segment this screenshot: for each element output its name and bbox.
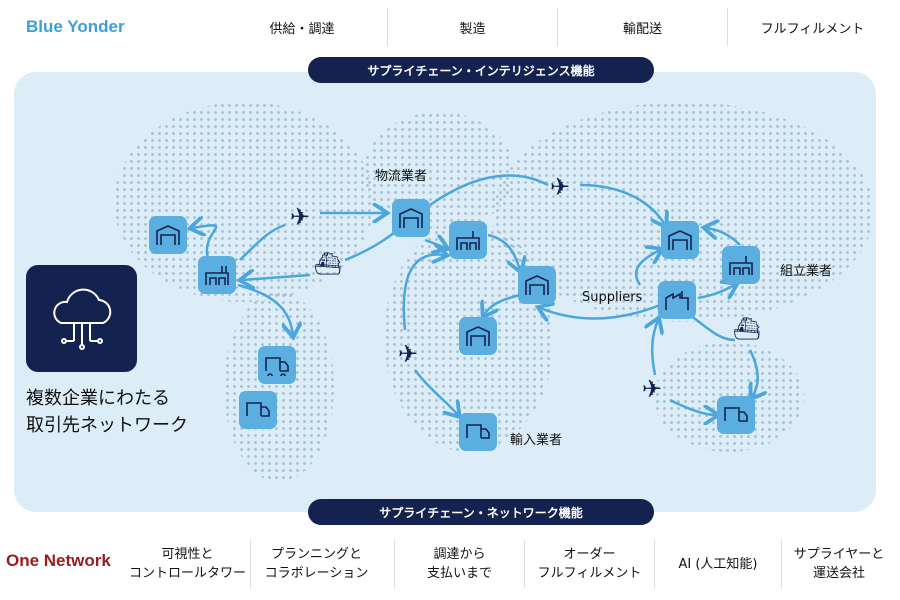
airplane-icon: ✈ [550,173,571,201]
network-line1: 複数企業にわたる [26,388,170,409]
footer-line: サプライヤーと [793,547,885,562]
footer-line: 調達から [433,547,486,562]
footer-line: フルフィルメント [537,566,642,581]
tab-fulfillment[interactable]: フルフィルメント [727,8,897,46]
footer-line: AI (人工知能) [678,556,758,572]
warehouse-icon [518,266,556,304]
footer-line: コラボレーション [264,566,369,581]
factory-icon [722,246,760,284]
footer-line: オーダー [563,547,616,562]
footer-line: 支払いまで [426,566,492,581]
footer-item-procure-to-pay[interactable]: 調達から支払いまで [394,540,524,588]
tab-transport[interactable]: 輸配送 [557,8,727,46]
factory-icon [198,256,236,294]
warehouse-icon [149,216,187,254]
cloud-network-card [26,265,137,372]
ship-icon: ⛴ [733,317,761,342]
truck-icon [717,396,755,434]
truck-icon [239,391,277,429]
blue-yonder-logo: Blue Yonder [26,17,125,36]
airplane-icon: ✈ [642,375,663,403]
one-network-logo: One Network [6,551,111,570]
network-line2: 取引先ネットワーク [26,415,188,436]
logistics-label: 物流業者 [375,169,428,184]
footer-line: コントロールタワー [128,566,246,581]
footer-line: 可視性と [161,547,214,562]
airplane-icon: ✈ [290,203,311,231]
footer-item-suppliers-carriers[interactable]: サプライヤーと運送会社 [781,540,896,588]
factory-icon [658,281,696,319]
cloud-network-icon [53,288,112,350]
tab-supply[interactable]: 供給・調達 [269,21,335,37]
footer-item-planning[interactable]: プランニングとコラボレーション [250,540,382,588]
airplane-icon: ✈ [398,340,419,368]
warehouse-icon [392,199,430,237]
network-pill: サプライチェーン・ネットワーク機能 [308,499,654,525]
assembler-label: 組立業者 [780,264,833,279]
network-caption: 複数企業にわたる 取引先ネットワーク [26,385,188,439]
ship-icon: ⛴ [314,252,342,277]
footer-item-visibility[interactable]: 可視性とコントロールタワー [125,540,250,588]
footer-line: 運送会社 [812,566,865,581]
importer-label: 輸入業者 [510,433,563,448]
truck-icon [258,346,296,384]
truck-icon [459,413,497,451]
warehouse-icon [661,221,699,259]
footer-line: プランニングと [270,547,362,562]
intelligence-pill: サプライチェーン・インテリジェンス機能 [308,57,654,83]
factory-icon [449,221,487,259]
tab-manufacturing[interactable]: 製造 [387,8,557,46]
footer-item-order-fulfillment[interactable]: オーダーフルフィルメント [524,540,654,588]
suppliers-label: Suppliers [582,290,643,305]
footer-item-ai[interactable]: AI (人工知能) [654,540,781,588]
warehouse-icon [459,317,497,355]
